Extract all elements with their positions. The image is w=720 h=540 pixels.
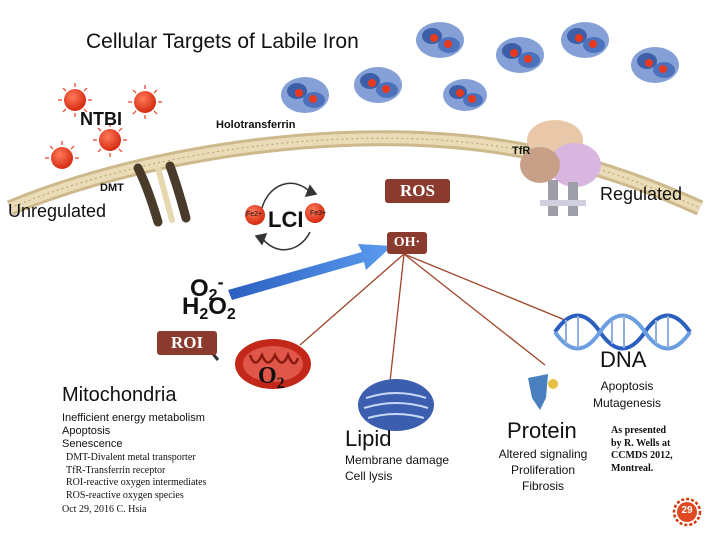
protein-icon (528, 374, 558, 410)
attribution-note: As presented by R. Wells at CCMDS 2012, … (611, 425, 673, 475)
transferrin-protein-icon (416, 22, 464, 58)
lipid-effect-item: Cell lysis (345, 469, 393, 483)
attribution-line: Montreal. (611, 462, 654, 474)
iron-atom-icon (58, 83, 92, 117)
diagram-title: Cellular Targets of Labile Iron (86, 30, 359, 53)
protein-effect-item: Proliferation (510, 463, 576, 477)
h2o2-o: O (208, 293, 227, 320)
h2o2-sub2: 2 (226, 306, 236, 323)
page-number: 29 (681, 505, 693, 516)
abbreviation-item: ROI-reactive oxygen intermediates (66, 477, 207, 488)
dna-effect-item: Mutagenesis (593, 396, 662, 410)
lci-cycle-arrows (254, 182, 318, 251)
ros-badge: ROS (385, 179, 450, 203)
dna-effects: Apoptosis Mutagenesis (593, 378, 661, 412)
fe2-atom (245, 205, 265, 225)
transferrin-protein-icon (443, 79, 487, 111)
h2o2-h: H (182, 293, 200, 320)
dna-helix-icon (553, 313, 692, 351)
mitochondrion-icon (235, 339, 311, 389)
dna-label: DNA (600, 347, 647, 372)
tfr-label: TfR (512, 145, 531, 157)
superoxide-o: O (190, 275, 209, 302)
iron-atom-icon (93, 123, 127, 157)
attribution-line: by R. Wells at (611, 437, 671, 449)
mitochondria-label: Mitochondria (62, 384, 177, 406)
protein-effects: Altered signaling Proliferation Fibrosis (492, 446, 594, 494)
cell-membrane (6, 130, 704, 216)
protein-effect-item: Altered signaling (498, 447, 588, 461)
transferrin-protein-icon (354, 67, 402, 103)
unregulated-label: Unregulated (8, 201, 107, 221)
dmt-label: DMT (100, 182, 124, 194)
lipid-vesicle-icon (358, 379, 434, 431)
mito-effect-item: Inefficient energy metabolism (62, 412, 205, 424)
iron-atom-icon (45, 141, 79, 169)
fe3-atom (305, 203, 325, 223)
oxygen-o: O (258, 363, 277, 389)
transferrin-protein-icon (631, 47, 679, 83)
mito-effect-item: Senescence (62, 438, 123, 450)
page-number-badge-icon (672, 497, 702, 527)
transferrin-protein-icon (561, 22, 609, 58)
superoxide-subscript: 2 (208, 287, 218, 304)
h2o2-sub1: 2 (199, 306, 209, 323)
lipid-effect-item: Membrane damage (345, 453, 450, 467)
dna-effect-item: Apoptosis (600, 379, 654, 393)
mito-effect-item: Apoptosis (62, 425, 111, 437)
oxygen-label: O2 (258, 364, 285, 396)
oxygen-subscript: 2 (276, 375, 285, 392)
transferrin-protein-icon (281, 77, 329, 113)
attribution-line: CCMDS 2012, (611, 450, 673, 461)
lipid-effects: Membrane damage Cell lysis (345, 452, 449, 484)
iron-atom-icon (128, 85, 162, 119)
oh-branch-lines (299, 253, 566, 401)
footer-date: Oct 29, 2016 C. Hsia (62, 504, 147, 515)
roi-badge: ROI (157, 331, 217, 355)
ntbi-iron-atoms (45, 83, 162, 169)
transferrin-receptor-icon (520, 120, 601, 216)
lipid-label: Lipid (345, 426, 392, 451)
protein-label: Protein (507, 418, 577, 443)
abbreviation-item: DMT-Divalent metal transporter (66, 452, 196, 463)
lci-label: LCI (268, 207, 304, 232)
abbreviation-item: TfR-Transferrin receptor (66, 464, 166, 476)
hydrogen-peroxide-label: H2O2 (182, 295, 236, 327)
blue-arrow (228, 244, 392, 300)
abbreviation-list: DMT-Divalent metal transporter TfR-Trans… (66, 452, 207, 502)
regulated-label: Regulated (600, 184, 683, 204)
protein-effect-item: Fibrosis (521, 479, 564, 493)
fe2-label: Fe2+ (246, 211, 263, 218)
abbreviation-item: ROS-reactive oxygen species (66, 489, 184, 501)
superoxide-label: O2- (190, 270, 224, 308)
superoxide-superscript: - (217, 272, 224, 292)
mitochondria-effects: Inefficient energy metabolism Apoptosis … (62, 412, 205, 451)
holotransferrin-proteins (281, 22, 679, 113)
oh-badge: OH· (387, 232, 427, 254)
ntbi-label: NTBI (80, 109, 122, 129)
dmt-channel-icon (133, 161, 191, 227)
transferrin-protein-icon (496, 37, 544, 73)
attribution-line: As presented (611, 425, 667, 436)
holotransferrin-label: Holotransferrin (216, 119, 296, 131)
fe3-label: Fe3+ (310, 210, 327, 217)
